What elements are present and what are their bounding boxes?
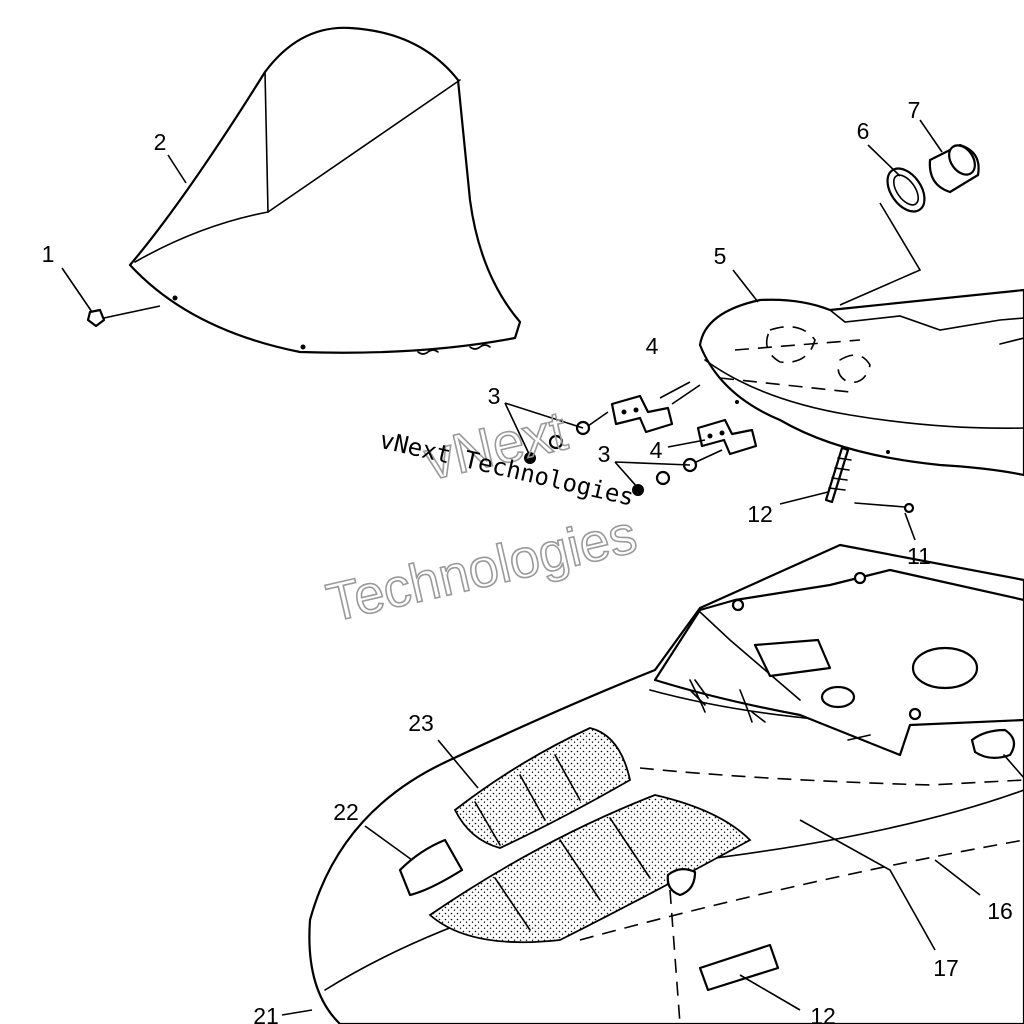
callout-12-upper: 12 [747,501,773,527]
callout-7: 7 [908,97,921,123]
hood-assembly [308,543,1024,1024]
console-housing-part [671,288,1024,477]
callout-6: 6 [857,118,870,144]
side-vent-part [398,838,464,897]
callout-5: 5 [714,243,727,269]
callout-4-lower: 4 [650,437,663,463]
callout-17: 17 [933,955,959,981]
callout-1: 1 [42,241,55,267]
gauge-part [928,143,980,194]
watermark-company-outline: Technologies [321,504,642,633]
fastener-set-upper [524,411,609,464]
callout-16: 16 [987,898,1013,924]
bracket-upper [610,381,691,434]
windshield-part [128,26,522,355]
callout-2: 2 [154,129,167,155]
fastener-set-lower [632,449,723,496]
pin-part [854,502,915,514]
callout-12-lower: 12 [810,1003,836,1024]
gauge-ring-part [886,167,926,213]
bracket-lower [696,418,758,456]
watermark: vNext Technologies vNext Technologies [321,397,643,634]
cable-part [824,446,852,504]
vent-upper-part [453,727,632,849]
callout-21: 21 [253,1003,279,1024]
callout-11: 11 [907,543,931,569]
vent-lower-part [428,794,752,944]
callout-23: 23 [408,710,434,736]
screw-part [86,305,161,328]
callout-3-lower: 3 [598,441,611,467]
callout-22: 22 [333,799,359,825]
callout-4-upper: 4 [646,333,659,359]
callout-3-upper: 3 [488,383,501,409]
